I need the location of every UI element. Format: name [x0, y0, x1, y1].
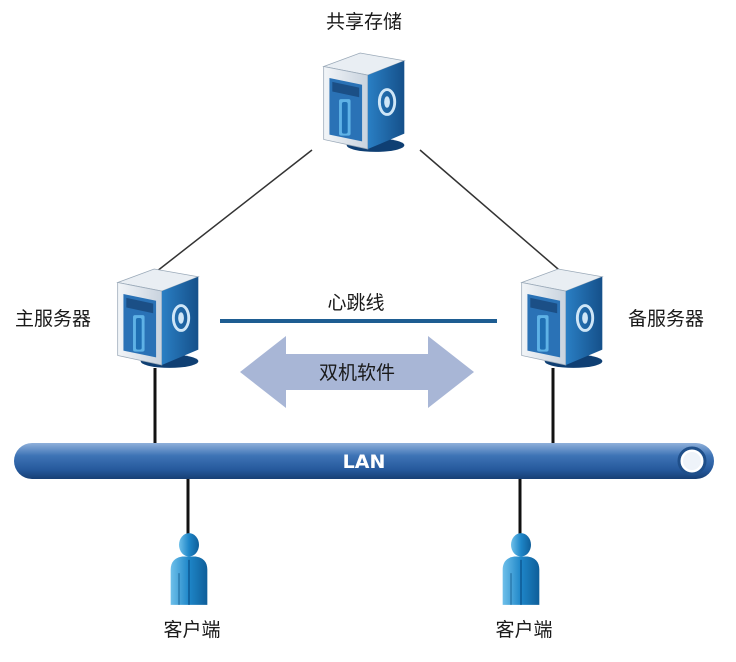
- standby-server-node: 备服务器: [520, 267, 704, 370]
- user-icon: [169, 532, 209, 606]
- primary-server-node: 主服务器: [15, 267, 200, 370]
- shared-storage-label: 共享存储: [326, 11, 402, 33]
- shared-storage-node: 共享存储: [322, 11, 406, 154]
- primary-server-label: 主服务器: [15, 308, 91, 330]
- heartbeat-label: 心跳线: [327, 292, 384, 314]
- server-icon: [520, 267, 604, 370]
- dual-software-label: 双机软件: [319, 362, 395, 384]
- client-left-label: 客户端: [163, 619, 220, 641]
- standby-server-label: 备服务器: [628, 308, 704, 330]
- link-storage-standby: [419, 149, 566, 276]
- client-right-label: 客户端: [495, 619, 552, 641]
- client-right-node: 客户端: [495, 532, 553, 641]
- server-icon: [116, 267, 200, 370]
- client-left-node: 客户端: [163, 532, 221, 641]
- user-icon: [501, 532, 541, 606]
- lan-bus: LAN: [14, 443, 714, 479]
- link-storage-primary: [151, 149, 313, 276]
- lan-label: LAN: [343, 451, 386, 473]
- server-icon: [322, 51, 406, 154]
- dual-software-arrow: 双机软件: [240, 336, 474, 408]
